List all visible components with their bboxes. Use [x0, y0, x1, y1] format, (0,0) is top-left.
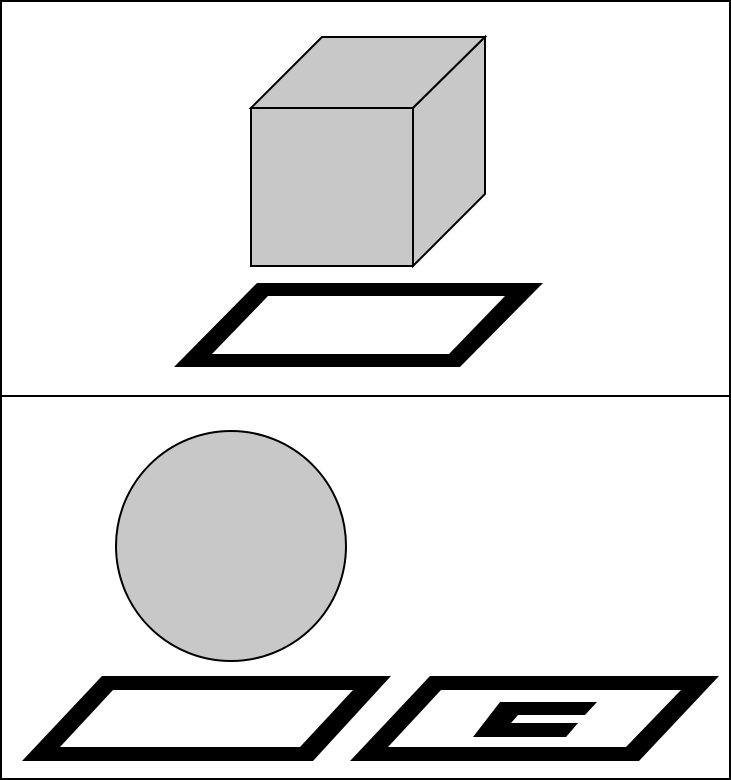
- platform-left: [22, 676, 391, 761]
- top-panel: [174, 37, 543, 367]
- c-shape-icon: [473, 702, 597, 737]
- platform-right: [350, 676, 719, 761]
- bottom-panel: [22, 431, 719, 761]
- cube-front-face: [251, 108, 413, 266]
- sphere: [116, 431, 346, 661]
- cube: [251, 37, 485, 266]
- platform-base: [174, 283, 543, 367]
